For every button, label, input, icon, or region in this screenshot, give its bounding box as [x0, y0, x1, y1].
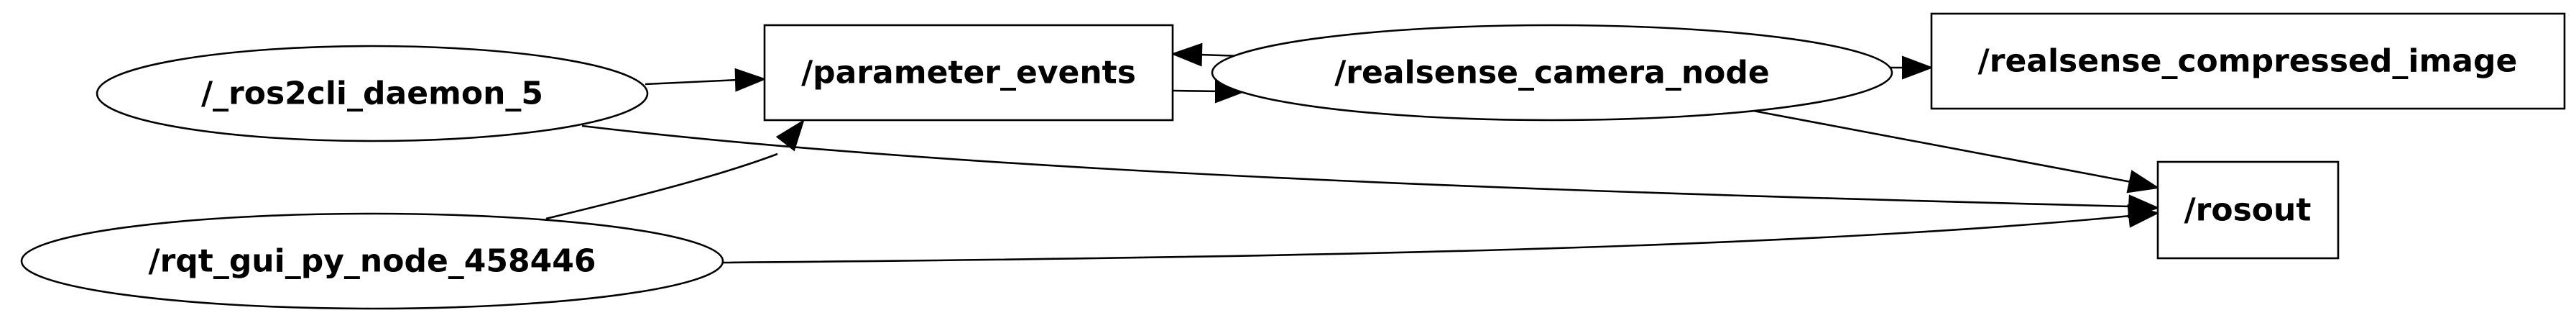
- node-label-rosout: /rosout: [2184, 192, 2312, 229]
- edge-realsense-camera-node-to-realsense-compressed-image: [1890, 55, 1934, 80]
- node-label-ros2cli-daemon: /_ros2cli_daemon_5: [201, 76, 543, 112]
- node-rosout[interactable]: /rosout: [2156, 160, 2340, 260]
- arrowhead-icon: [775, 119, 805, 152]
- edge-rqt-gui-py-node-to-rosout: [721, 204, 2160, 264]
- edge-line: [721, 214, 2131, 264]
- node-label-rqt-gui-py-node: /rqt_gui_py_node_458446: [149, 243, 596, 280]
- edge-rqt-gui-py-node-to-parameter-events: [545, 119, 805, 220]
- arrowhead-icon: [1171, 42, 1203, 67]
- edge-ros2cli-daemon-to-rosout: [581, 124, 2160, 219]
- edge-line: [545, 153, 778, 220]
- node-label-realsense-compressed-image: /realsense_compressed_image: [1978, 43, 2518, 80]
- node-realsense-compressed-image[interactable]: /realsense_compressed_image: [1930, 12, 2566, 110]
- node-ros2cli-daemon[interactable]: /_ros2cli_daemon_5: [96, 45, 649, 142]
- arrowhead-icon: [734, 68, 767, 92]
- node-label-parameter-events: /parameter_events: [801, 55, 1136, 91]
- arrowhead-icon: [1902, 55, 1934, 80]
- edge-ros2cli-daemon-to-parameter-events: [645, 68, 767, 92]
- edge-realsense-camera-node-to-rosout: [1753, 109, 2160, 194]
- node-label-realsense-camera-node: /realsense_camera_node: [1334, 55, 1770, 91]
- node-realsense-camera-node[interactable]: /realsense_camera_node: [1211, 24, 1893, 122]
- edge-line: [645, 78, 739, 86]
- arrowhead-icon: [2127, 204, 2160, 228]
- node-rqt-gui-py-node[interactable]: /rqt_gui_py_node_458446: [20, 212, 724, 310]
- edge-line: [1753, 109, 2132, 183]
- node-parameter-events[interactable]: /parameter_events: [763, 24, 1174, 122]
- arrowhead-icon: [2126, 170, 2160, 194]
- edges-layer: [545, 42, 2160, 264]
